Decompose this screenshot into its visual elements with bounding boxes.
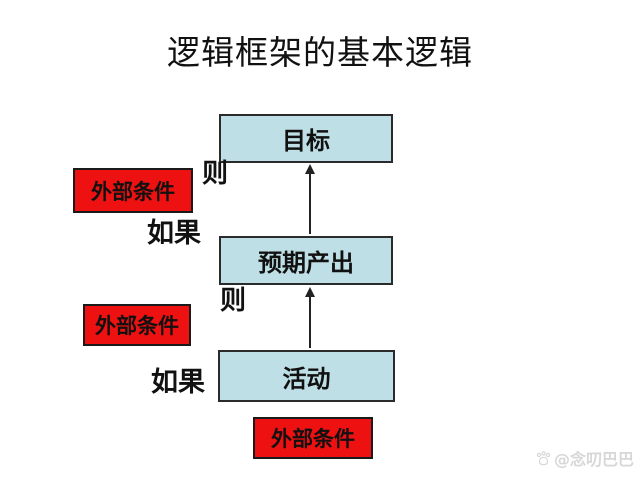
external-condition-2-label: 外部条件: [95, 313, 179, 338]
box-expected-output-label: 预期产出: [258, 248, 354, 277]
box-activity: 活动: [218, 350, 395, 402]
external-condition-3-label: 外部条件: [271, 426, 355, 451]
arrow-activity-to-output-line: [309, 296, 311, 348]
watermark: @念叨巴巴: [535, 446, 634, 470]
label-if-2: 如果: [151, 367, 205, 398]
arrow-activity-to-output-head-icon: [305, 287, 315, 297]
box-external-condition-1: 外部条件: [73, 168, 193, 213]
arrow-output-to-goal-head-icon: [305, 164, 315, 174]
paw-logo-icon: [535, 450, 552, 467]
box-goal-label: 目标: [282, 126, 330, 155]
box-external-condition-3: 外部条件: [253, 417, 373, 459]
box-external-condition-2: 外部条件: [83, 304, 191, 346]
label-if-1: 如果: [147, 218, 201, 249]
watermark-text: @念叨巴巴: [553, 450, 634, 469]
external-condition-1-label: 外部条件: [91, 178, 175, 204]
box-expected-output: 预期产出: [219, 236, 393, 285]
label-then-1: 则: [202, 159, 229, 189]
arrow-output-to-goal-line: [309, 173, 311, 234]
box-activity-label: 活动: [282, 363, 331, 393]
label-then-2: 则: [220, 286, 247, 316]
page-title: 逻辑框架的基本逻辑: [167, 33, 473, 72]
box-goal: 目标: [219, 114, 393, 163]
